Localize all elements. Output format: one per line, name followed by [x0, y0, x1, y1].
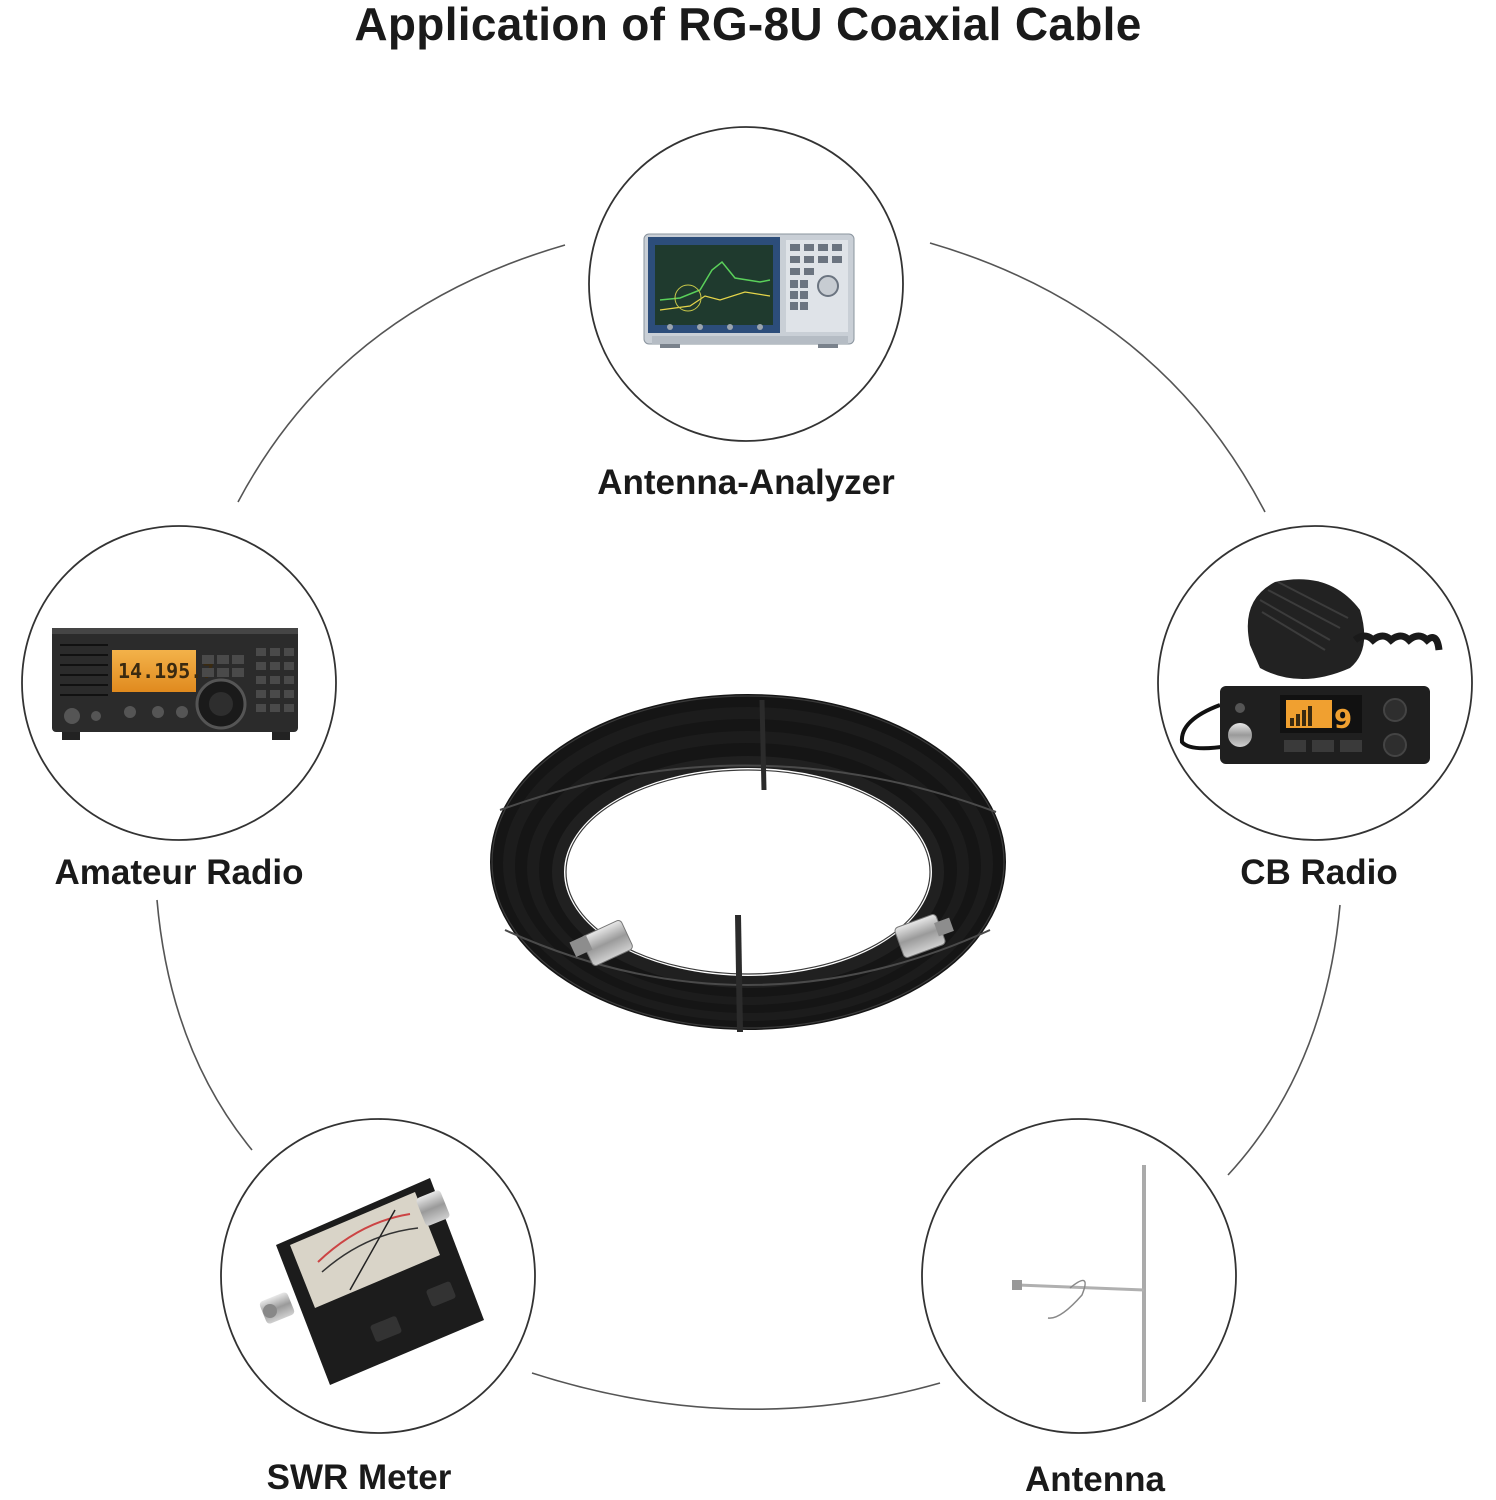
pl259-connector-right — [894, 914, 954, 958]
antenna-analyzer-icon — [643, 233, 855, 348]
svg-text:14.195.7: 14.195.7 — [118, 659, 214, 683]
cb-radio-icon: 9 — [1179, 579, 1443, 764]
pl259-connector-left — [569, 920, 633, 966]
ring-arc-cb-antenna — [1227, 904, 1341, 1176]
label-antenna-analyzer: Antenna-Analyzer — [597, 463, 895, 502]
circle-cb-radio — [1157, 525, 1473, 841]
label-amateur-radio: Amateur Radio — [54, 853, 304, 892]
swr-meter-icon — [259, 1178, 484, 1385]
label-cb-radio: CB Radio — [1240, 853, 1398, 892]
ring-arc-analyzer-amateur — [237, 244, 566, 503]
connection-ring — [156, 242, 1341, 1410]
svg-text:9: 9 — [1334, 705, 1352, 735]
coaxial-cable-coil-icon — [490, 694, 1006, 1033]
ring-arc-amateur-swr — [156, 899, 253, 1151]
ring-arc-analyzer-cb — [929, 242, 1266, 513]
label-antenna: Antenna — [1025, 1460, 1165, 1499]
swr-connector-top — [416, 1190, 450, 1226]
swr-connector-left — [259, 1292, 295, 1324]
circle-antenna — [921, 1118, 1237, 1434]
antenna-icon — [1012, 1165, 1146, 1402]
page-title: Application of RG-8U Coaxial Cable — [354, 0, 1142, 50]
label-swr-meter: SWR Meter — [266, 1458, 452, 1497]
ring-arc-swr-antenna — [531, 1372, 941, 1410]
amateur-radio-icon: 14.195.7 — [52, 628, 298, 740]
